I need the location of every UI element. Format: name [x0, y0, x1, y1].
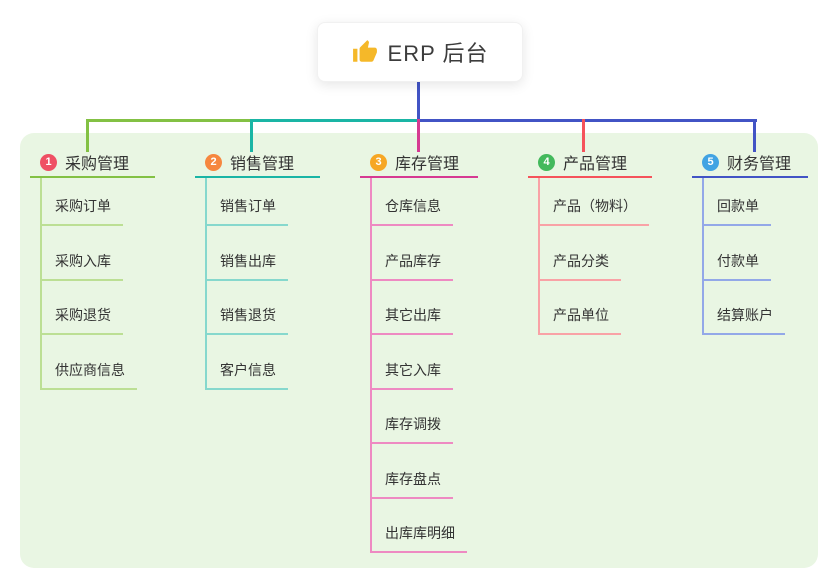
bus-line-right-segment: [418, 119, 757, 122]
child-node-label: 产品库存: [370, 251, 453, 281]
branch-drop-connector-line: [582, 119, 585, 152]
child-node-label: 采购入库: [40, 251, 123, 281]
branch-node-label: 采购管理: [65, 156, 130, 173]
branch-node-label: 销售管理: [230, 156, 295, 173]
branch-drop-connector-line: [753, 119, 756, 152]
branch: 1 采购管理 采购订单 采购入库 采购退货 供应商信息: [30, 148, 155, 390]
child-node[interactable]: 产品库存: [370, 226, 478, 281]
child-node-label: 产品单位: [538, 305, 621, 335]
child-node[interactable]: 销售订单: [205, 178, 320, 226]
child-node-label: 仓库信息: [370, 196, 453, 226]
branch-drop-connector-line: [417, 119, 420, 152]
child-node[interactable]: 库存盘点: [370, 444, 478, 499]
branch-node[interactable]: 5 财务管理: [692, 148, 808, 178]
child-node[interactable]: 仓库信息: [370, 178, 478, 226]
branch-children-list: 仓库信息 产品库存 其它出库 其它入库 库存调拨 库存盘点 出库库明细: [370, 178, 478, 553]
branch-node-label: 库存管理: [395, 156, 460, 173]
child-node[interactable]: 出库库明细: [370, 499, 478, 553]
bus-line-left-segment: [87, 119, 252, 122]
branch-drop-connector-line: [86, 119, 89, 152]
branch-children-list: 采购订单 采购入库 采购退货 供应商信息: [40, 178, 155, 390]
branch-children-list: 回款单 付款单 结算账户: [702, 178, 808, 335]
child-node-label: 销售退货: [205, 305, 288, 335]
thumbs-up-icon: [352, 40, 377, 62]
child-node-label: 回款单: [702, 196, 771, 226]
branch: 3 库存管理 仓库信息 产品库存 其它出库 其它入库 库存调拨 库存盘点 出库库…: [360, 148, 478, 553]
branch: 2 销售管理 销售订单 销售出库 销售退货 客户信息: [195, 148, 320, 390]
branches-background-panel: [20, 133, 818, 568]
child-node[interactable]: 结算账户: [702, 281, 808, 335]
child-node-label: 销售出库: [205, 251, 288, 281]
child-node-label: 库存盘点: [370, 469, 453, 499]
branch-number-badge: 4: [538, 153, 555, 171]
child-node[interactable]: 采购入库: [40, 226, 155, 281]
child-node-label: 采购退货: [40, 305, 123, 335]
child-node-label: 采购订单: [40, 196, 123, 226]
branch-node[interactable]: 2 销售管理: [195, 148, 320, 178]
child-node[interactable]: 供应商信息: [40, 335, 155, 390]
branch-number-badge: 1: [40, 153, 57, 171]
child-node-label: 客户信息: [205, 360, 288, 390]
branch: 5 财务管理 回款单 付款单 结算账户: [692, 148, 808, 335]
branch-number-badge: 3: [370, 153, 387, 171]
child-node-label: 产品分类: [538, 251, 621, 281]
child-node[interactable]: 回款单: [702, 178, 808, 226]
root-connector-line: [417, 82, 420, 122]
child-node[interactable]: 产品分类: [538, 226, 652, 281]
child-node-label: 销售订单: [205, 196, 288, 226]
child-node-label: 供应商信息: [40, 360, 137, 390]
child-node-label: 付款单: [702, 251, 771, 281]
child-node[interactable]: 产品（物料）: [538, 178, 652, 226]
child-node-label: 库存调拨: [370, 414, 453, 444]
root-node-erp[interactable]: ERP 后台: [317, 22, 523, 82]
child-node[interactable]: 客户信息: [205, 335, 320, 390]
child-node[interactable]: 其它入库: [370, 335, 478, 390]
branch-node-label: 财务管理: [727, 156, 792, 173]
branch-node[interactable]: 1 采购管理: [30, 148, 155, 178]
branch-node[interactable]: 3 库存管理: [360, 148, 478, 178]
branch-children-list: 产品（物料） 产品分类 产品单位: [538, 178, 652, 335]
branch-number-badge: 2: [205, 153, 222, 171]
child-node[interactable]: 库存调拨: [370, 390, 478, 444]
child-node-label: 产品（物料）: [538, 196, 649, 226]
child-node-label: 其它出库: [370, 305, 453, 335]
child-node[interactable]: 产品单位: [538, 281, 652, 335]
child-node[interactable]: 其它出库: [370, 281, 478, 335]
child-node-label: 结算账户: [702, 305, 785, 335]
branch: 4 产品管理 产品（物料） 产品分类 产品单位: [528, 148, 652, 335]
child-node[interactable]: 采购退货: [40, 281, 155, 335]
child-node[interactable]: 销售退货: [205, 281, 320, 335]
branch-drop-connector-line: [250, 119, 253, 152]
child-node-label: 出库库明细: [370, 523, 467, 553]
child-node[interactable]: 采购订单: [40, 178, 155, 226]
child-node[interactable]: 付款单: [702, 226, 808, 281]
branch-node-label: 产品管理: [563, 156, 628, 173]
child-node-label: 其它入库: [370, 360, 453, 390]
branch-number-badge: 5: [702, 153, 719, 171]
root-node-title: ERP 后台: [387, 41, 489, 66]
child-node[interactable]: 销售出库: [205, 226, 320, 281]
bus-line-middle-segment: [252, 119, 418, 122]
branch-node[interactable]: 4 产品管理: [528, 148, 652, 178]
branch-children-list: 销售订单 销售出库 销售退货 客户信息: [205, 178, 320, 390]
